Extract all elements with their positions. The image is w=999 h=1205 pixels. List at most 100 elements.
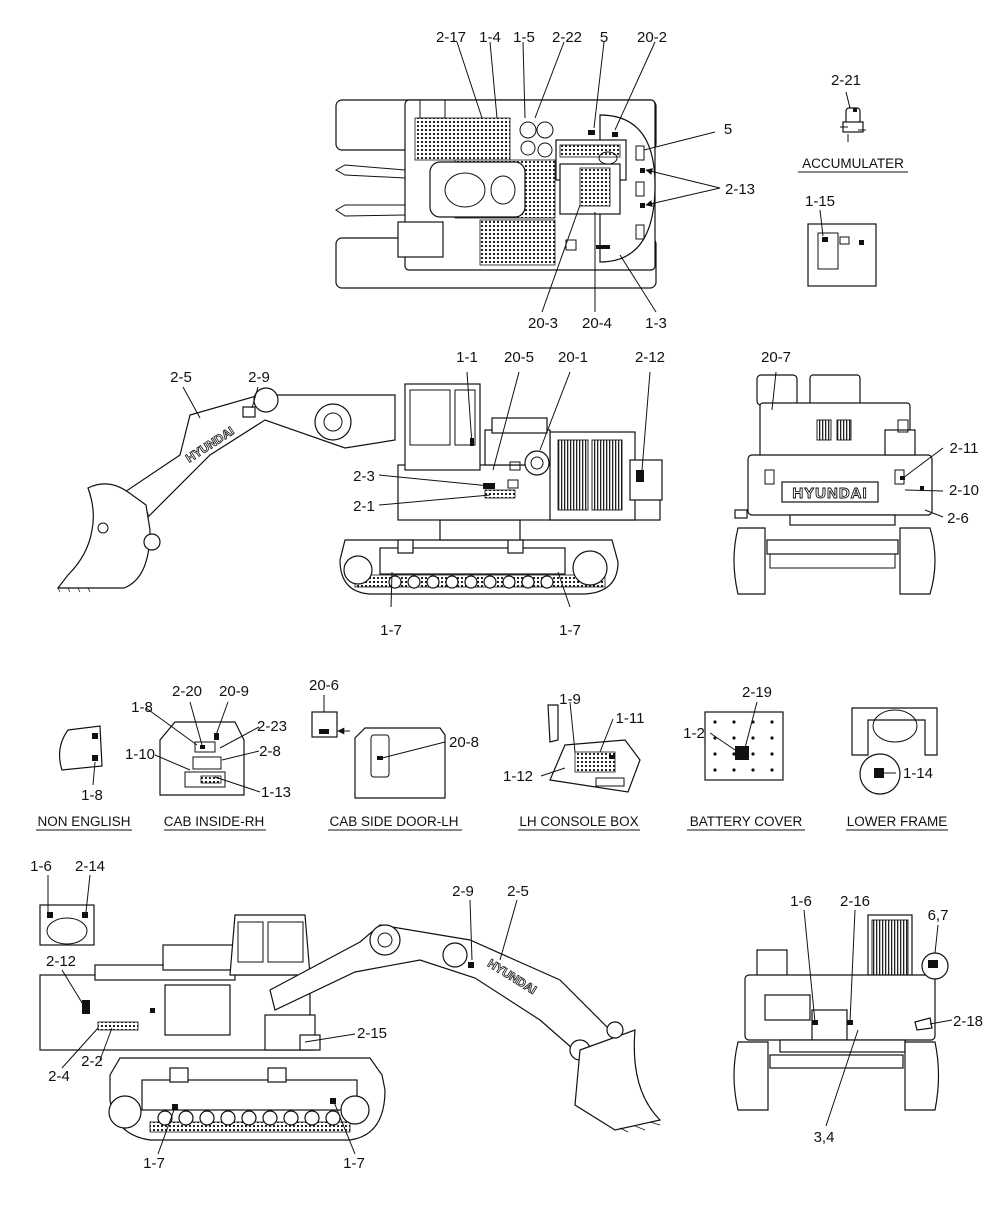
track-roller bbox=[483, 575, 497, 589]
battery-bolt bbox=[751, 768, 755, 772]
track-roller bbox=[262, 1110, 278, 1126]
battery-bolt bbox=[732, 720, 736, 724]
side-view-lh bbox=[56, 383, 663, 595]
callout-2-8: 2-8 bbox=[259, 743, 281, 760]
callout-2-3: 2-3 bbox=[353, 468, 375, 485]
cab-side-door-drawing bbox=[311, 711, 446, 799]
track-roller bbox=[521, 575, 535, 589]
track-roller bbox=[178, 1110, 194, 1126]
callout-20-6: 20-6 bbox=[309, 677, 339, 694]
callout-20-8: 20-8 bbox=[449, 734, 479, 751]
callout-1-10: 1-10 bbox=[125, 746, 155, 763]
callout-1-7: 1-7 bbox=[559, 622, 581, 639]
callout-1-15: 1-15 bbox=[805, 193, 835, 210]
track-roller bbox=[283, 1110, 299, 1126]
track-roller bbox=[540, 575, 554, 589]
callout-2-2: 2-2 bbox=[81, 1053, 103, 1070]
track-roller bbox=[157, 1110, 173, 1126]
callout-20-2: 20-2 bbox=[637, 29, 667, 46]
battery-bolt bbox=[770, 720, 774, 724]
callout-2-16: 2-16 bbox=[840, 893, 870, 910]
callout-2-19: 2-19 bbox=[742, 684, 772, 701]
callout-2-6: 2-6 bbox=[947, 510, 969, 527]
callout-2-5: 2-5 bbox=[170, 369, 192, 386]
callout-2-17: 2-17 bbox=[436, 29, 466, 46]
callout-2-9: 2-9 bbox=[248, 369, 270, 386]
accumulator-drawing bbox=[840, 107, 866, 142]
track-roller bbox=[464, 575, 478, 589]
top-view-plan bbox=[334, 99, 657, 289]
callout-1-9: 1-9 bbox=[559, 691, 581, 708]
track-roller bbox=[445, 575, 459, 589]
callout-1-7: 1-7 bbox=[143, 1155, 165, 1172]
caption-cab-side-door-lh: CAB SIDE DOOR-LH bbox=[329, 814, 458, 829]
callout-5: 5 bbox=[724, 121, 732, 138]
callout-1-14: 1-14 bbox=[903, 765, 933, 782]
callout-2-1: 2-1 bbox=[353, 498, 375, 515]
callout-2-5: 2-5 bbox=[507, 883, 529, 900]
callout-2-13: 2-13 bbox=[725, 181, 755, 198]
small-plate-drawing bbox=[39, 904, 95, 946]
callout-1-6: 1-6 bbox=[30, 858, 52, 875]
battery-cover-drawing bbox=[704, 711, 784, 781]
battery-bolt bbox=[713, 720, 717, 724]
cab-inside-rh-drawing bbox=[159, 721, 245, 796]
battery-bolt bbox=[732, 768, 736, 772]
callout-6-7: 6,7 bbox=[928, 907, 949, 924]
callout-1-13: 1-13 bbox=[261, 784, 291, 801]
callout-3-4: 3,4 bbox=[814, 1129, 835, 1146]
caption-cab-inside-rh: CAB INSIDE-RH bbox=[164, 814, 265, 829]
callout-1-11: 1-11 bbox=[616, 710, 645, 727]
track-rollers-middle bbox=[388, 575, 554, 589]
callout-2-14: 2-14 bbox=[75, 858, 105, 875]
battery-cover-bolts bbox=[713, 720, 774, 772]
callout-2-20: 2-20 bbox=[172, 683, 202, 700]
battery-bolt bbox=[770, 768, 774, 772]
caption-lh-console-box: LH CONSOLE BOX bbox=[519, 814, 638, 829]
rear-view-open-cover bbox=[733, 914, 949, 1111]
callout-2-22: 2-22 bbox=[552, 29, 582, 46]
lh-console-box-drawing bbox=[547, 704, 641, 793]
callout-5: 5 bbox=[600, 29, 608, 46]
track-roller bbox=[502, 575, 516, 589]
caption-non-english: NON ENGLISH bbox=[37, 814, 130, 829]
battery-bolt bbox=[751, 752, 755, 756]
battery-bolt bbox=[770, 752, 774, 756]
side-view-rh bbox=[39, 914, 662, 1141]
non-english-decal-drawing bbox=[58, 725, 103, 771]
callout-2-11: 2-11 bbox=[950, 440, 979, 457]
callout-20-4: 20-4 bbox=[582, 315, 612, 332]
rear-hyundai-logo: HYUNDAI bbox=[792, 485, 867, 502]
callout-1-7: 1-7 bbox=[343, 1155, 365, 1172]
callout-1-4: 1-4 bbox=[479, 29, 501, 46]
track-roller bbox=[388, 575, 402, 589]
callout-1-12: 1-12 bbox=[503, 768, 533, 785]
track-roller bbox=[220, 1110, 236, 1126]
track-roller bbox=[325, 1110, 341, 1126]
track-rollers-bottom bbox=[157, 1110, 341, 1126]
callout-20-9: 20-9 bbox=[219, 683, 249, 700]
track-roller bbox=[304, 1110, 320, 1126]
track-roller bbox=[199, 1110, 215, 1126]
callout-2-10: 2-10 bbox=[949, 482, 979, 499]
caption-accumulater: ACCUMULATER bbox=[802, 156, 904, 171]
callout-1-3: 1-3 bbox=[645, 315, 667, 332]
battery-bolt bbox=[770, 736, 774, 740]
battery-bolt bbox=[732, 736, 736, 740]
callout-2-18: 2-18 bbox=[953, 1013, 983, 1030]
caption-battery-cover: BATTERY COVER bbox=[690, 814, 803, 829]
callout-2-9: 2-9 bbox=[452, 883, 474, 900]
callout-2-12: 2-12 bbox=[46, 953, 76, 970]
track-roller bbox=[241, 1110, 257, 1126]
callout-20-7: 20-7 bbox=[761, 349, 791, 366]
track-roller bbox=[407, 575, 421, 589]
callout-2-15: 2-15 bbox=[357, 1025, 387, 1042]
callout-1-6: 1-6 bbox=[790, 893, 812, 910]
callout-1-8: 1-8 bbox=[81, 787, 103, 804]
battery-bolt bbox=[751, 736, 755, 740]
callout-2-21: 2-21 bbox=[831, 72, 861, 89]
rear-view bbox=[733, 374, 936, 595]
callout-1-5: 1-5 bbox=[513, 29, 535, 46]
